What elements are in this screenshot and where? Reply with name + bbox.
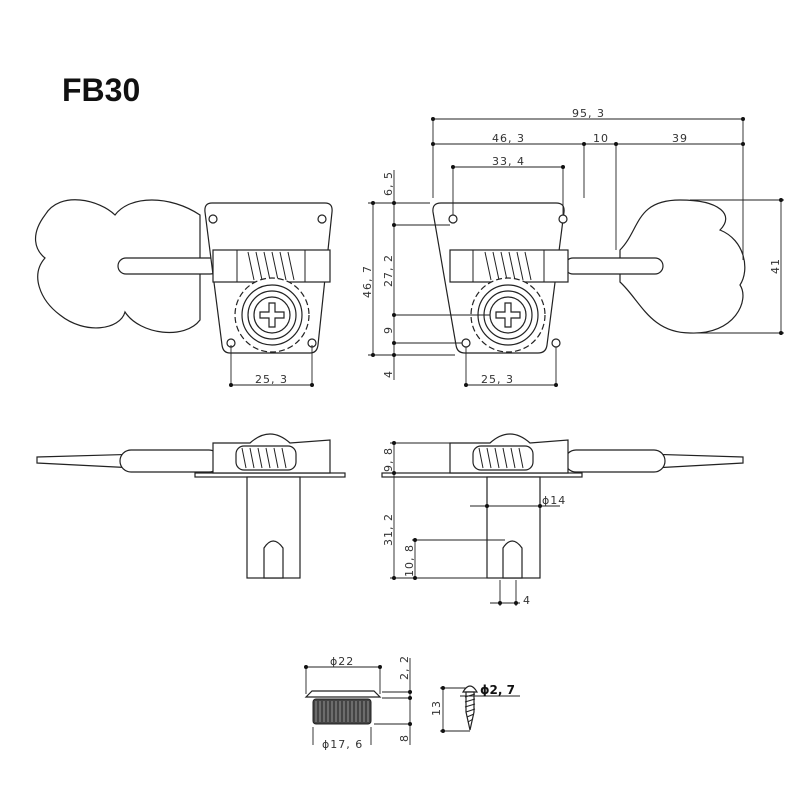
dim-slot-depth: 10, 8	[403, 544, 416, 577]
dim-bottom-holes-left: 25, 3	[255, 373, 288, 386]
dim-post-to-hole: 9	[382, 326, 395, 334]
gear-icon	[234, 277, 310, 353]
dim-post-diameter: ϕ14	[542, 494, 566, 507]
model-title: FB30	[62, 72, 141, 108]
dim-overall-height: 46, 7	[361, 265, 374, 298]
dim-shaft-gap: 10	[593, 132, 609, 145]
dim-slot-width: 4	[523, 594, 531, 607]
side-view-right: 9, 8 31, 2 10, 8 ϕ14 4	[381, 433, 744, 607]
dim-screw-length: 13	[430, 700, 443, 716]
screw-icon: ϕ2, 7 13	[430, 683, 520, 733]
dim-post-length: 31, 2	[382, 513, 395, 546]
dim-housing-height: 9, 8	[382, 447, 395, 472]
dim-hole-to-post: 27, 2	[382, 254, 395, 287]
dim-bushing-inner: ϕ17, 6	[322, 738, 363, 751]
dim-to-shaft: 46, 3	[492, 132, 525, 145]
front-view-right: 95, 3 46, 3 10 39 33, 4 25, 3 46, 7 6, 5…	[229, 107, 784, 387]
dim-top-holes: 33, 4	[492, 155, 525, 168]
dim-bushing-flange: 2, 2	[398, 655, 411, 680]
dim-bottom-offset: 4	[382, 370, 395, 378]
dim-top-offset: 6, 5	[382, 171, 395, 196]
dim-bottom-holes-right: 25, 3	[481, 373, 514, 386]
front-view-left: 25, 3	[35, 199, 333, 387]
dim-bushing-diameter: ϕ22	[330, 655, 354, 668]
bushing-view: ϕ22 2, 2 8 ϕ17, 6	[304, 655, 412, 751]
dim-overall-width: 95, 3	[572, 107, 605, 120]
dim-screw-diameter: ϕ2, 7	[480, 683, 515, 697]
tuner-button	[619, 199, 746, 334]
dim-button: 39	[672, 132, 688, 145]
dim-button-height: 41	[769, 258, 782, 274]
side-view-left	[36, 433, 346, 579]
dim-bushing-height: 8	[398, 734, 411, 742]
